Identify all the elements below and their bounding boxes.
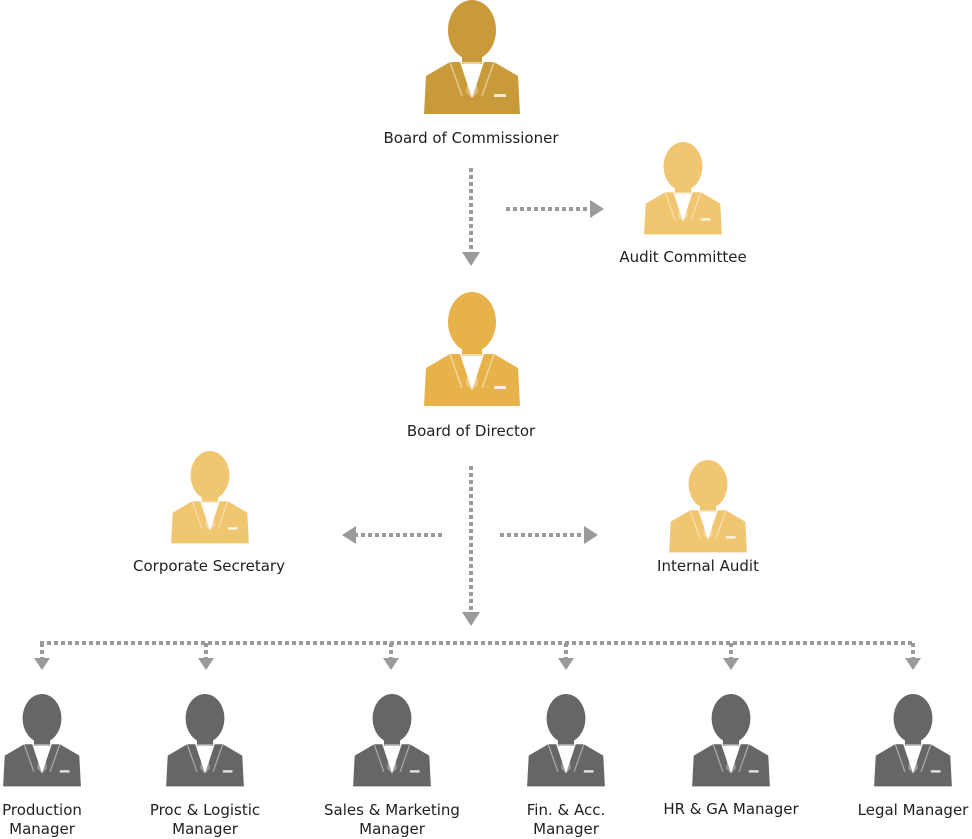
node-label-line-2: Manager [533, 820, 600, 838]
node-label: Corporate Secretary [133, 557, 285, 575]
node-production-manager: Production Manager [2, 694, 82, 838]
node-internal-audit: Internal Audit [657, 460, 759, 575]
person-icon [669, 460, 747, 553]
node-label-line-2: Manager [9, 820, 76, 838]
node-label: Audit Committee [619, 248, 746, 266]
arrowhead-proc [198, 658, 214, 670]
person-icon [874, 694, 952, 787]
arrowhead-managers-trunk [462, 612, 480, 626]
node-label-line-2: Manager [359, 820, 426, 838]
person-icon [3, 694, 81, 787]
arrowhead-director [462, 252, 480, 266]
arrowhead-legal [905, 658, 921, 670]
node-hr-ga-manager: HR & GA Manager [663, 694, 799, 818]
connectors [34, 168, 921, 670]
person-icon [166, 694, 244, 787]
arrowhead-fin [558, 658, 574, 670]
person-icon [644, 142, 722, 235]
node-legal-manager: Legal Manager [858, 694, 970, 819]
node-sales-marketing-manager: Sales & Marketing Manager [324, 694, 460, 838]
arrowhead-production [34, 658, 50, 670]
node-audit-committee: Audit Committee [619, 142, 747, 266]
arrowhead-audit-committee [590, 200, 604, 218]
node-label: Internal Audit [657, 557, 759, 575]
node-corporate-secretary: Corporate Secretary [133, 451, 285, 575]
person-icon [692, 694, 770, 787]
person-icon [171, 451, 249, 544]
node-label-line-1: HR & GA Manager [663, 800, 799, 818]
person-icon [353, 694, 431, 787]
node-board-of-commissioner: Board of Commissioner [384, 0, 560, 147]
person-icon [527, 694, 605, 787]
node-label-line-1: Production [2, 801, 82, 819]
node-label: Board of Director [407, 422, 536, 440]
node-label-line-1: Fin. & Acc. [527, 801, 605, 819]
arrowhead-internal-audit [584, 526, 598, 544]
node-label: Board of Commissioner [384, 129, 560, 147]
node-label-line-2: Manager [172, 820, 239, 838]
arrowhead-sales [383, 658, 399, 670]
arrowhead-hr [723, 658, 739, 670]
managers-row: Production Manager Proc & Logistic Manag… [2, 694, 969, 838]
person-icon [424, 0, 520, 115]
node-label-line-1: Legal Manager [858, 801, 970, 819]
node-label-line-1: Proc & Logistic [150, 801, 260, 819]
node-board-of-director: Board of Director [407, 292, 536, 440]
person-icon [424, 292, 520, 407]
node-fin-acc-manager: Fin. & Acc. Manager [527, 694, 605, 838]
arrowhead-corporate-secretary [342, 526, 356, 544]
node-proc-logistic-manager: Proc & Logistic Manager [150, 694, 260, 838]
node-label-line-1: Sales & Marketing [324, 801, 460, 819]
